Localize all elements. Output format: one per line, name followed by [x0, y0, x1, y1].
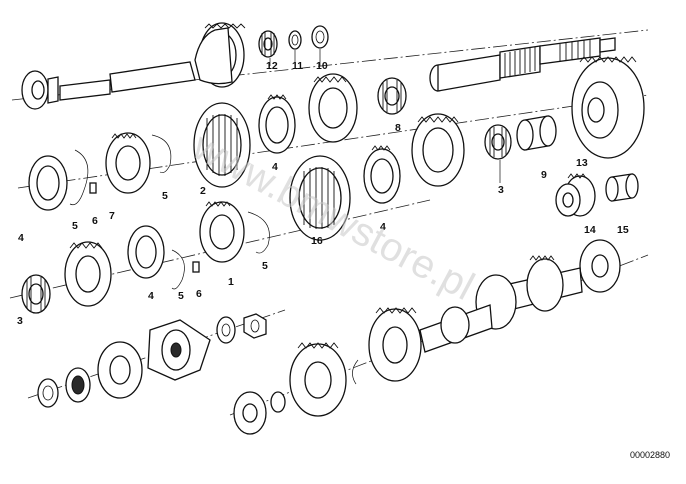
- ball-bearing-right: [233, 391, 267, 435]
- key-6a: [89, 182, 97, 194]
- needle-bearing-12: [258, 30, 278, 58]
- input-shaft: [21, 22, 246, 110]
- bushing-15: [605, 173, 639, 202]
- callout-6a: 6: [92, 215, 98, 227]
- callout-5c: 5: [178, 290, 184, 302]
- callout-12: 12: [266, 60, 278, 72]
- callout-5b: 5: [162, 190, 168, 202]
- callout-7: 7: [109, 210, 115, 222]
- needle-bearing-3-upper: [484, 124, 512, 160]
- needle-bearing-3-lower: [21, 274, 51, 314]
- synchro-ring-4-middle: [127, 225, 165, 279]
- callout-1: 1: [228, 276, 234, 288]
- synchro-ring-4-right: [363, 145, 401, 204]
- synchro-sleeve-16: [289, 155, 351, 241]
- gear-13: [571, 56, 645, 159]
- nut: [243, 313, 267, 339]
- callout-4a: 4: [272, 161, 278, 173]
- spring-5c: [171, 249, 185, 290]
- key-6b: [192, 261, 200, 273]
- snap-ring-11: [288, 30, 302, 50]
- callout-9: 9: [541, 169, 547, 181]
- callout-13: 13: [576, 157, 588, 169]
- synchro-hub-7: [105, 132, 151, 194]
- washer-10: [311, 25, 329, 49]
- callout-14: 14: [584, 224, 596, 236]
- callout-4d: 4: [380, 221, 386, 233]
- spring-5b: [151, 134, 172, 174]
- callout-4b: 4: [18, 232, 24, 244]
- callout-15: 15: [617, 224, 629, 236]
- callout-2: 2: [200, 185, 206, 197]
- seal-ring: [65, 367, 91, 403]
- callout-6b: 6: [196, 288, 202, 300]
- callout-8: 8: [395, 122, 401, 134]
- spring-5a: [69, 149, 89, 206]
- gear-14: [555, 173, 596, 217]
- synchro-ring-4-left: [28, 155, 68, 211]
- bushing-lower: [216, 316, 236, 344]
- doc-number: 00002880: [630, 450, 670, 460]
- callout-3a: 3: [498, 184, 504, 196]
- callout-10: 10: [316, 60, 328, 72]
- bushing-9: [516, 115, 557, 151]
- gear-lower-left: [64, 241, 112, 307]
- snap-ring-lower: [352, 359, 359, 385]
- spring-5d: [247, 211, 270, 254]
- gear-upper-2: [411, 113, 465, 187]
- washer-lower: [37, 378, 59, 408]
- synchro-ring-4-upper: [258, 94, 296, 154]
- synchro-hub-1: [199, 201, 245, 263]
- layshaft: [368, 239, 621, 382]
- callout-5d: 5: [262, 260, 268, 272]
- ball-bearing-lower: [97, 341, 143, 399]
- callout-4c: 4: [148, 290, 154, 302]
- washer-right: [270, 391, 286, 413]
- synchro-sleeve-2: [193, 102, 251, 188]
- callout-3b: 3: [17, 315, 23, 327]
- needle-bearing-8: [377, 77, 407, 115]
- callout-5a: 5: [72, 220, 78, 232]
- gear-upper-1: [308, 73, 358, 143]
- callout-11: 11: [292, 60, 303, 72]
- callout-16: 16: [311, 235, 323, 247]
- gear-lower-right: [289, 342, 347, 417]
- output-flange: [147, 319, 211, 381]
- main-shaft: [429, 37, 616, 92]
